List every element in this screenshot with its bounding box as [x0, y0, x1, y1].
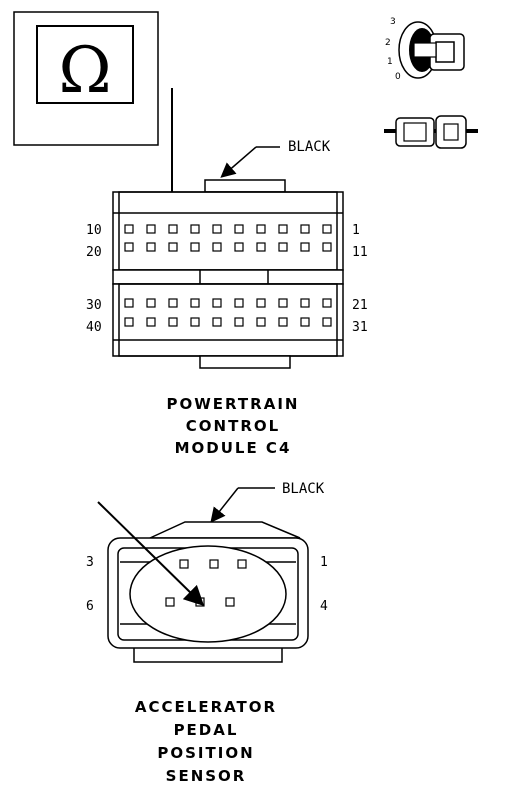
app-pin-cavity — [209, 559, 219, 569]
pcm-pin-cavity — [168, 298, 178, 308]
pcm-pin-label-30: 30 — [86, 298, 102, 313]
app-pin-cavity — [165, 597, 175, 607]
pcm-pin-label-40: 40 — [86, 320, 102, 335]
pcm-pin-cavity — [300, 224, 310, 234]
pcm-pin-cavity — [234, 317, 244, 327]
pcm-pin-cavity — [146, 242, 156, 252]
pcm-pin-cavity — [124, 224, 134, 234]
pcm-connector-body — [112, 179, 344, 369]
key-position-1: 1 — [387, 57, 393, 67]
pcm-pin-cavity — [124, 242, 134, 252]
pcm-pin-label-20: 20 — [86, 245, 102, 260]
app-pin-label-1: 1 — [320, 555, 328, 570]
pcm-pin-cavity — [168, 317, 178, 327]
pcm-pin-cavity — [322, 224, 332, 234]
pcm-pin-cavity — [300, 317, 310, 327]
app-pin-cavity — [237, 559, 247, 569]
pcm-pin-label-1: 1 — [352, 223, 360, 238]
pcm-pin-cavity — [234, 224, 244, 234]
pcm-pin-label-31: 31 — [352, 320, 368, 335]
pcm-pin-cavity — [212, 298, 222, 308]
pcm-pin-cavity — [256, 224, 266, 234]
pcm-pin-cavity — [278, 242, 288, 252]
ohm-symbol: Ω — [58, 34, 111, 108]
app-pin-label-3: 3 — [86, 555, 94, 570]
pcm-pin-cavity — [190, 317, 200, 327]
pcm-pin-label-10: 10 — [86, 223, 102, 238]
pcm-title-line-3: MODULE C4 — [175, 439, 292, 457]
pcm-pin-cavity — [322, 298, 332, 308]
pcm-pin-cavity — [300, 298, 310, 308]
pcm-pin-cavity — [256, 298, 266, 308]
pcm-pin-cavity — [256, 242, 266, 252]
app-title-line-4: SENSOR — [166, 767, 247, 785]
ignition-key-icon: 3 2 1 0 — [385, 17, 465, 82]
pcm-pin-cavity — [146, 224, 156, 234]
app-title-line-1: ACCELERATOR — [135, 698, 277, 716]
pcm-pin-label-21: 21 — [352, 298, 368, 313]
key-position-2: 2 — [385, 38, 391, 48]
pcm-color-label: BLACK — [288, 139, 331, 155]
pcm-pin-cavity — [190, 224, 200, 234]
app-color-label: BLACK — [282, 481, 325, 497]
pcm-pin-cavity — [300, 242, 310, 252]
pcm-pin-cavity — [234, 242, 244, 252]
app-title-line-3: POSITION — [157, 744, 254, 762]
pcm-pin-cavity — [190, 242, 200, 252]
app-pin-cavity — [179, 559, 189, 569]
pcm-pin-cavity — [256, 317, 266, 327]
pcm-pin-cavity — [168, 224, 178, 234]
probe-lead-app — [97, 501, 205, 606]
pcm-pin-cavity — [212, 317, 222, 327]
app-pin-label-6: 6 — [86, 599, 94, 614]
app-pin-label-4: 4 — [320, 599, 328, 614]
pcm-pin-cavity — [124, 317, 134, 327]
pcm-pin-cavity — [146, 317, 156, 327]
pcm-pin-cavity — [124, 298, 134, 308]
pcm-pin-label-11: 11 — [352, 245, 368, 260]
pcm-color-pointer — [220, 146, 257, 178]
ohmmeter-icon: Ω — [13, 11, 159, 146]
app-connector-body — [107, 521, 309, 663]
pcm-pin-cavity — [212, 242, 222, 252]
app-pin-cavity — [225, 597, 235, 607]
pcm-pin-cavity — [322, 242, 332, 252]
pcm-pin-cavity — [190, 298, 200, 308]
key-position-0: 0 — [395, 72, 401, 82]
pcm-pin-cavity — [278, 317, 288, 327]
pcm-pin-cavity — [212, 224, 222, 234]
pcm-title-line-1: POWERTRAIN — [167, 395, 300, 413]
app-title-line-2: PEDAL — [174, 721, 239, 739]
pcm-pin-cavity — [168, 242, 178, 252]
key-position-3: 3 — [390, 17, 396, 27]
app-pin-cavity — [195, 597, 205, 607]
pcm-pin-cavity — [322, 317, 332, 327]
pcm-pin-grid — [124, 224, 332, 327]
pcm-pin-cavity — [146, 298, 156, 308]
pcm-pin-cavity — [278, 298, 288, 308]
app-color-pointer — [210, 487, 239, 523]
connector-plug-icon — [384, 115, 478, 149]
pcm-pin-cavity — [234, 298, 244, 308]
pcm-title-line-2: CONTROL — [186, 417, 280, 435]
pcm-pin-cavity — [278, 224, 288, 234]
